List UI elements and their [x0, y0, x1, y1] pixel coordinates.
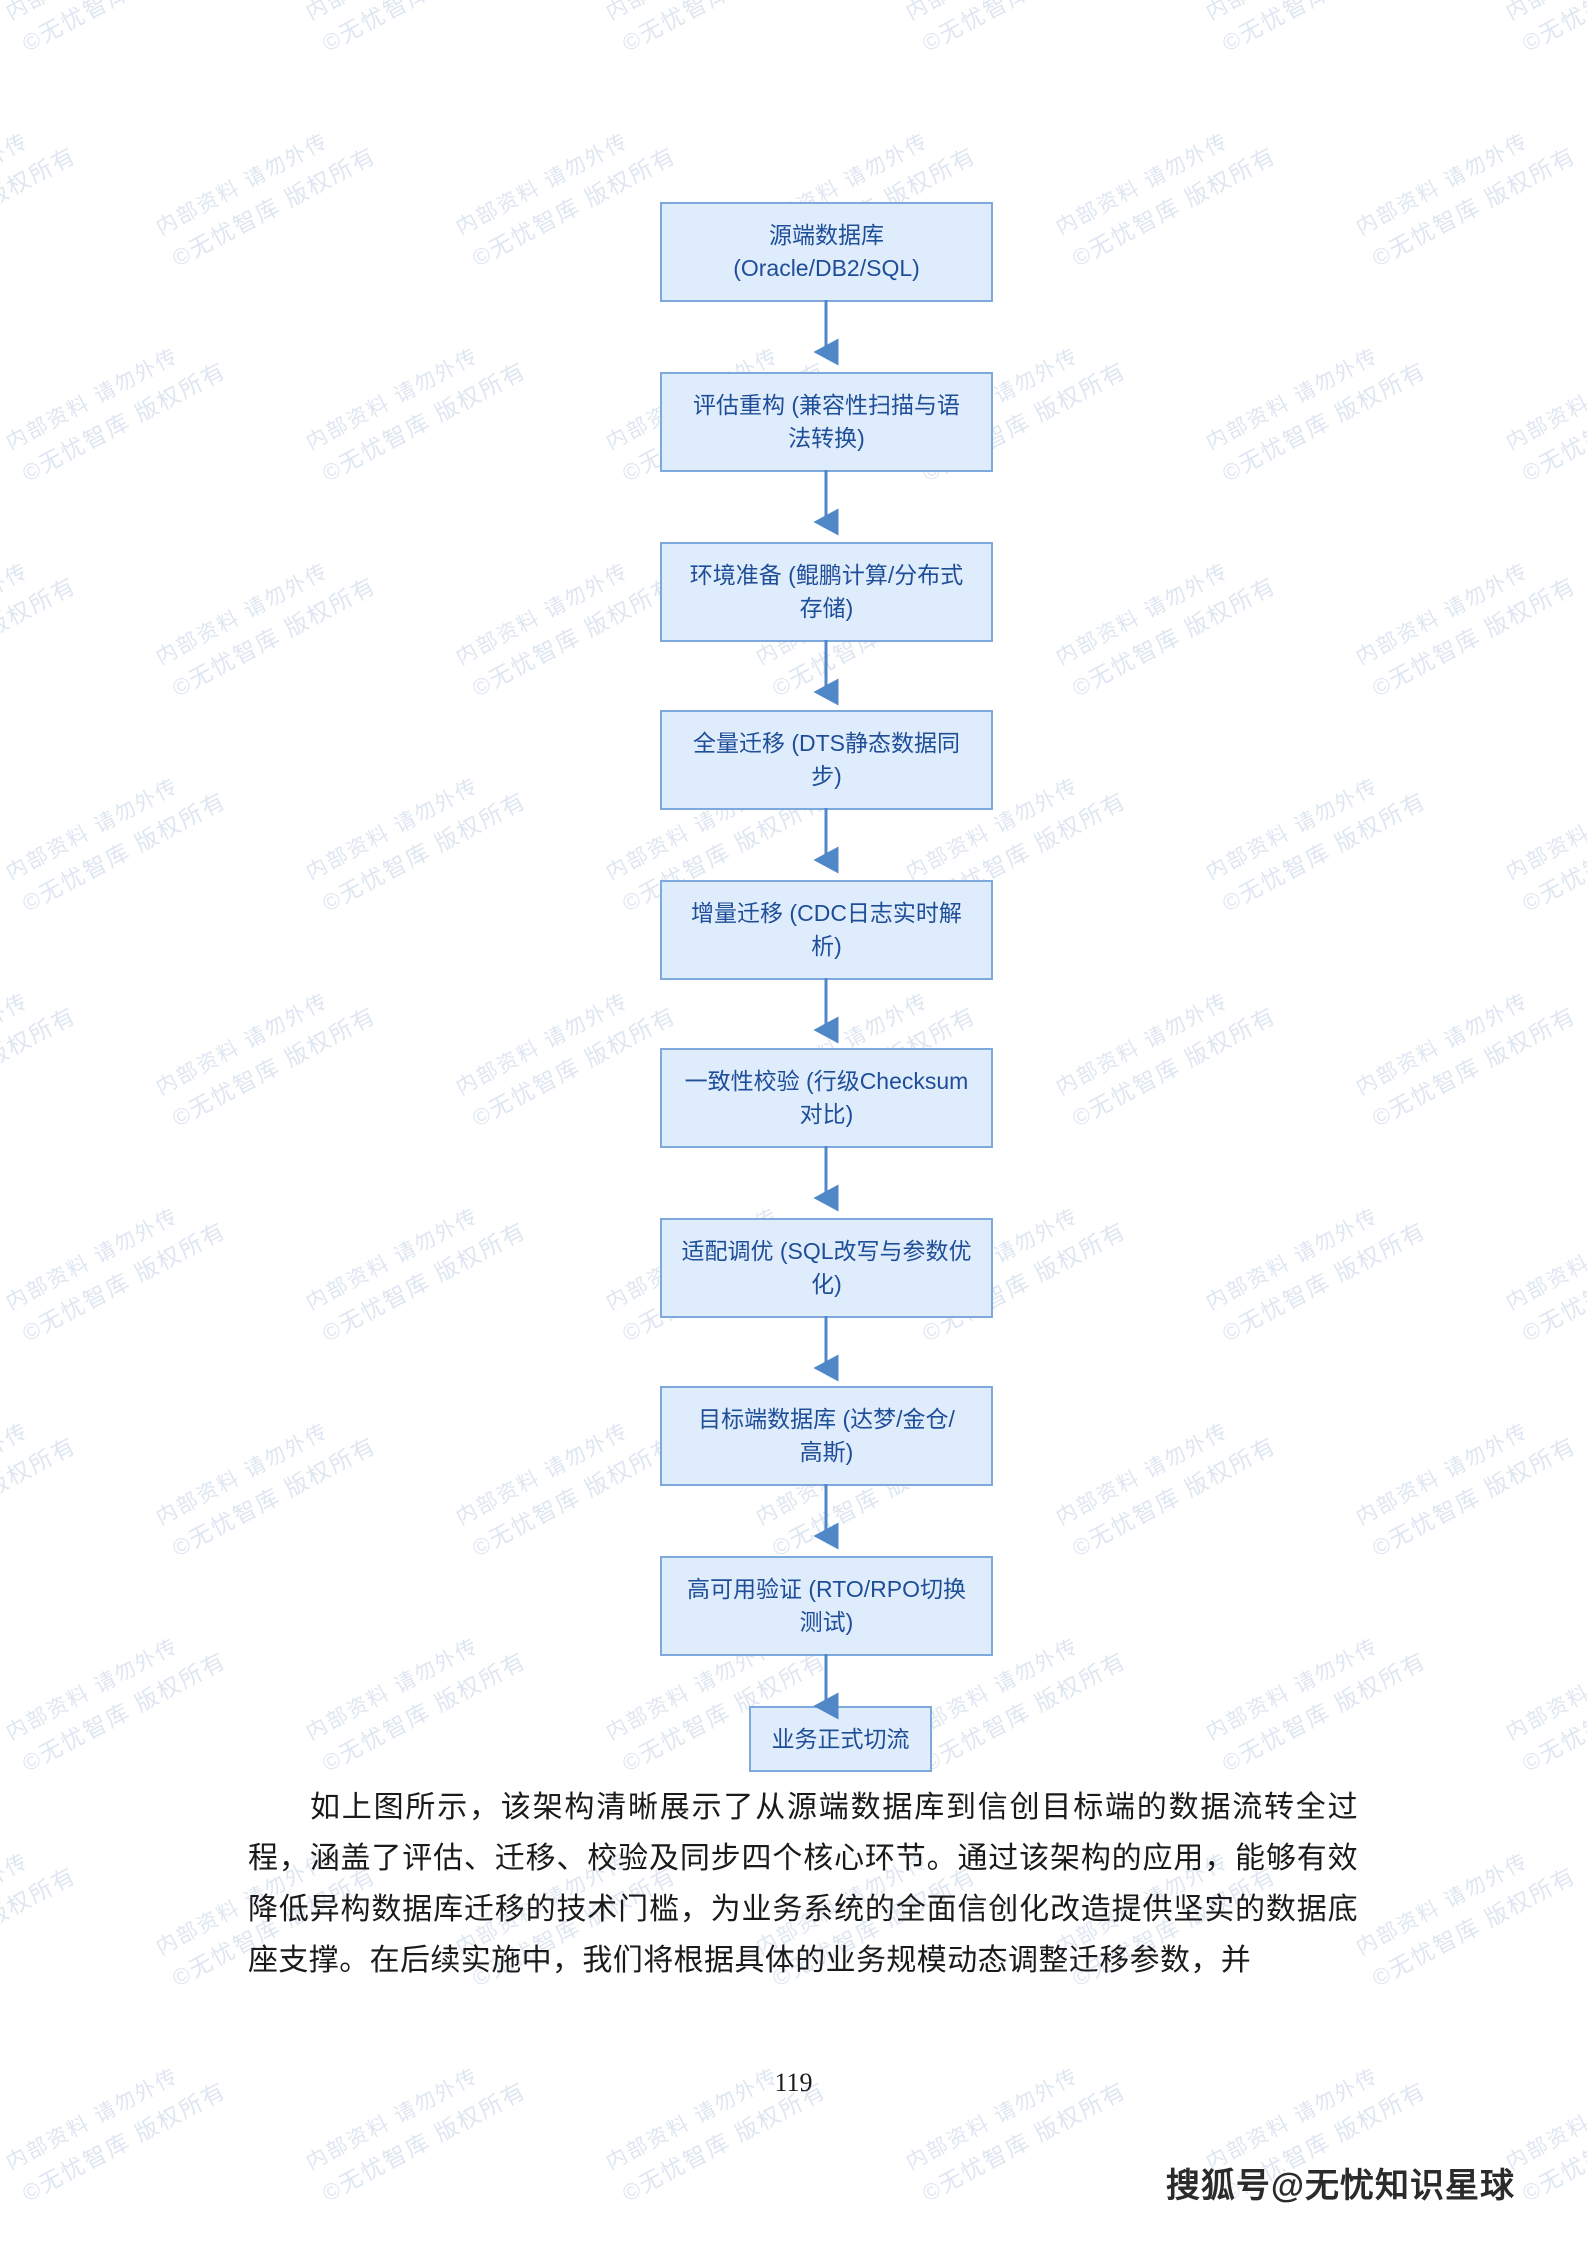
- watermark-line-1: 内部资料 请勿外传: [302, 2064, 483, 2175]
- node-line-2: 高斯): [799, 1439, 854, 1465]
- watermark-tile: 内部资料 请勿外传©无忧智库 版权所有: [0, 1828, 82, 1993]
- flow-node-label: 增量迁移 (CDC日志实时解 析): [672, 897, 981, 962]
- node-line-1: 高可用验证 (RTO/RPO切换: [687, 1576, 966, 1603]
- node-line-1: 业务正式切流: [771, 1725, 910, 1752]
- flow-node-business-cutover[interactable]: 业务正式切流: [749, 1706, 932, 1772]
- watermark-tile: 内部资料 请勿外传©无忧智库 版权所有: [1350, 1828, 1582, 1993]
- flow-node-label: 高可用验证 (RTO/RPO切换 测试): [672, 1573, 981, 1638]
- flow-node-incremental-migration[interactable]: 增量迁移 (CDC日志实时解 析): [660, 880, 993, 980]
- flow-connectors: [813, 300, 839, 1720]
- flow-node-label: 目标端数据库 (达梦/金仓/ 高斯): [672, 1403, 981, 1468]
- flow-node-assessment-refactor[interactable]: 评估重构 (兼容性扫描与语 法转换): [660, 372, 993, 472]
- node-line-1: 增量迁移 (CDC日志实时解: [691, 900, 962, 927]
- node-line-1: 环境准备 (鲲鹏计算/分布式: [689, 562, 964, 589]
- watermark-line-1: 内部资料 请勿外传: [1502, 2064, 1587, 2175]
- body-paragraph: 如上图所示，该架构清晰展示了从源端数据库到信创目标端的数据流转全过程，涵盖了评估…: [248, 1791, 1358, 1977]
- node-line-1: 全量迁移 (DTS静态数据同: [692, 730, 961, 757]
- node-line-1: 一致性校验 (行级Checksum: [684, 1068, 969, 1095]
- flow-node-label: 源端数据库 (Oracle/DB2/SQL): [672, 219, 981, 284]
- flow-node-label: 环境准备 (鲲鹏计算/分布式 存储): [672, 559, 981, 624]
- flow-node-label: 业务正式切流: [761, 1723, 920, 1756]
- node-line-1: 适配调优 (SQL改写与参数优: [681, 1238, 972, 1265]
- node-line-2: 法转换): [788, 425, 865, 451]
- node-line-1: 目标端数据库 (达梦/金仓/: [698, 1406, 955, 1433]
- watermark-line-1: 内部资料 请勿外传: [1352, 1849, 1533, 1960]
- flow-node-label: 全量迁移 (DTS静态数据同 步): [672, 727, 981, 792]
- flow-node-label: 适配调优 (SQL改写与参数优 化): [672, 1235, 981, 1300]
- watermark-line-1: 内部资料 请勿外传: [0, 1849, 33, 1959]
- node-line-2: 对比): [799, 1101, 854, 1127]
- node-line-1: 评估重构 (兼容性扫描与语: [692, 392, 961, 419]
- node-line-2: 步): [811, 763, 842, 789]
- watermark-line-2: ©无忧智库 版权所有: [1367, 1861, 1581, 1992]
- flow-node-ha-validation[interactable]: 高可用验证 (RTO/RPO切换 测试): [660, 1556, 993, 1656]
- watermark-line-1: 内部资料 请勿外传: [602, 2064, 783, 2175]
- watermark-line-2: ©无忧智库 版权所有: [0, 1861, 81, 1992]
- flow-node-adaptation-tuning[interactable]: 适配调优 (SQL改写与参数优 化): [660, 1218, 993, 1318]
- node-line-2: 存储): [799, 595, 854, 621]
- flow-node-label: 一致性校验 (行级Checksum 对比): [672, 1065, 981, 1130]
- flow-node-full-migration[interactable]: 全量迁移 (DTS静态数据同 步): [660, 710, 993, 810]
- node-line-2: 化): [811, 1271, 842, 1297]
- flow-node-target-database[interactable]: 目标端数据库 (达梦/金仓/ 高斯): [660, 1386, 993, 1486]
- flow-node-consistency-check[interactable]: 一致性校验 (行级Checksum 对比): [660, 1048, 993, 1148]
- flow-node-label: 评估重构 (兼容性扫描与语 法转换): [672, 389, 981, 454]
- node-line-2: 测试): [799, 1609, 854, 1635]
- node-line-1: 源端数据库: [769, 222, 884, 249]
- footer-brand: 搜狐号@无忧知识星球: [1165, 2167, 1515, 2205]
- watermark-line-1: 内部资料 请勿外传: [2, 2064, 183, 2175]
- node-line-2: (Oracle/DB2/SQL): [733, 255, 920, 281]
- page-number: 119: [774, 2068, 813, 2097]
- watermark-line-1: 内部资料 请勿外传: [902, 2064, 1083, 2175]
- node-line-2: 析): [811, 933, 842, 959]
- watermark-line-1: 内部资料 请勿外传: [1202, 2064, 1383, 2175]
